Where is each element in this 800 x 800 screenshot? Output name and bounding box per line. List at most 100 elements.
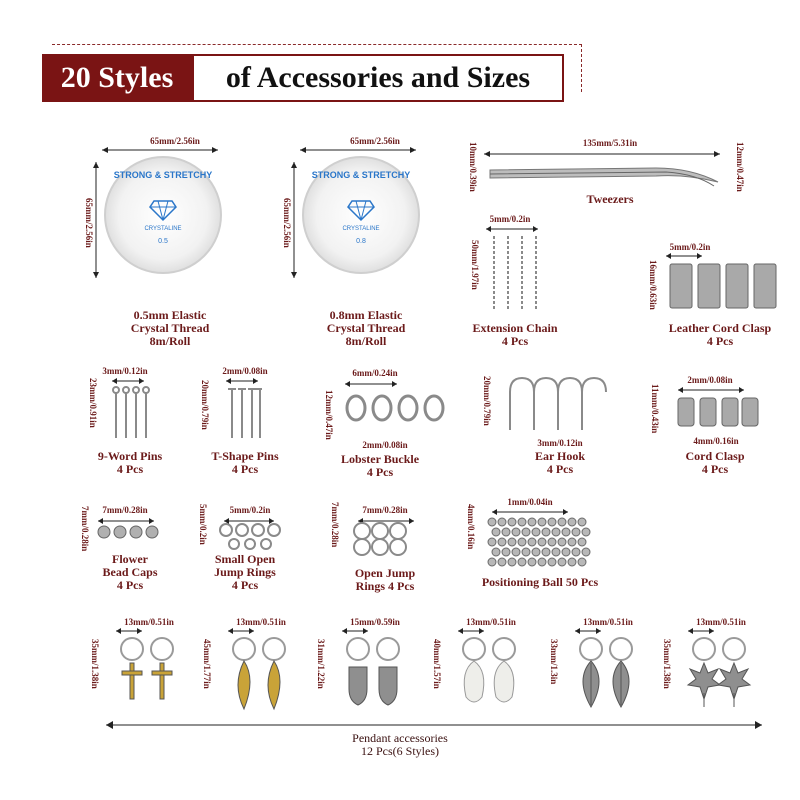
ball: [507, 557, 517, 567]
bead-caps-width-arrow: [98, 518, 154, 524]
roll1-label: 0.5mm Elastic Crystal Thread 8m/Roll: [130, 308, 210, 348]
ball: [537, 517, 547, 527]
ball: [527, 537, 537, 547]
chain-width-arrow: [486, 226, 538, 232]
ball: [547, 557, 557, 567]
ball: [517, 557, 527, 567]
ball: [497, 517, 507, 527]
roll1-image: STRONG & STRETCHY CRYSTALINE 0.5: [104, 156, 222, 274]
nine-pins-width-arrow: [112, 378, 144, 384]
roll1-width: 65mm/2.56in: [150, 136, 200, 146]
pendant-width: 13mm/0.51in: [583, 617, 633, 627]
nine-pins-width: 3mm/0.12in: [102, 366, 148, 376]
ball: [531, 527, 541, 537]
small-rings-label: Small Open Jump Rings 4 Pcs: [214, 552, 276, 592]
open-rings-width-arrow: [358, 518, 414, 524]
ball: [527, 517, 537, 527]
chain-width: 5mm/0.2in: [489, 214, 531, 224]
roll2-spec: 0.8: [356, 238, 366, 245]
chain-height: 50mm/1.97in: [470, 240, 480, 290]
pendant-cross: 13mm/0.51in 35mm/1.38in: [90, 617, 204, 717]
ball: [557, 517, 567, 527]
t-pins-width-arrow: [226, 378, 258, 384]
ball: [517, 537, 527, 547]
ball: [491, 527, 501, 537]
ball: [537, 537, 547, 547]
t-pins-width: 2mm/0.08in: [222, 366, 268, 376]
chain-label: Extension Chain 4 Pcs: [472, 321, 558, 348]
t-pins-height: 20mm/0.79in: [200, 380, 210, 430]
leather-width: 5mm/0.2in: [669, 242, 711, 252]
ball: [571, 547, 581, 557]
lobster-height: 12mm/0.47in: [324, 390, 334, 440]
roll2-sub: CRYSTALINE: [342, 226, 380, 232]
open-rings-width: 7mm/0.28in: [362, 505, 408, 515]
roll2-height-arrow: [291, 162, 297, 278]
ball: [497, 557, 507, 567]
t-pins-image: [228, 388, 262, 438]
pendant-hamsa: 15mm/0.59in 31mm/1.22in: [316, 617, 430, 717]
ball: [487, 517, 497, 527]
ball: [577, 517, 587, 527]
open-rings-image: [353, 522, 407, 556]
pendant-width: 13mm/0.51in: [466, 617, 516, 627]
leather-label: Leather Cord Clasp 4 Pcs: [668, 321, 772, 348]
ball: [511, 527, 521, 537]
ball: [517, 517, 527, 527]
title-text: of Accessories and Sizes: [192, 54, 564, 102]
ball: [507, 517, 517, 527]
pendant-height: 31mm/1.22in: [316, 639, 326, 689]
ball: [577, 537, 587, 547]
pendant-image: [686, 628, 752, 707]
ball: [527, 557, 537, 567]
small-rings-height: 5mm/0.2in: [198, 504, 208, 545]
roll1-spec: 0.5: [158, 238, 168, 245]
ball: [557, 537, 567, 547]
pendant-width: 13mm/0.51in: [236, 617, 286, 627]
ball: [567, 537, 577, 547]
leather-height: 16mm/0.63in: [648, 260, 658, 310]
ball-width: 1mm/0.04in: [507, 497, 553, 507]
ball: [507, 537, 517, 547]
cord-clasp-image: [677, 397, 759, 427]
roll2-brand: STRONG & STRETCHY: [311, 170, 411, 180]
pendant-image: [458, 628, 516, 703]
pendant-height: 35mm/1.38in: [90, 639, 100, 689]
roll1-sub: CRYSTALINE: [144, 226, 182, 232]
pendant-image: [575, 628, 633, 709]
pendant-height: 45mm/1.77in: [202, 639, 212, 689]
pendant-width: 15mm/0.59in: [350, 617, 400, 627]
bead-caps-width: 7mm/0.28in: [102, 505, 148, 515]
ball: [541, 527, 551, 537]
roll2-label: 0.8mm Elastic Crystal Thread 8m/Roll: [326, 308, 406, 348]
ear-hook-height: 20mm/0.79in: [482, 376, 492, 426]
small-rings-image: [219, 523, 281, 550]
ball: [521, 527, 531, 537]
ear-hook-width: 3mm/0.12in: [537, 438, 583, 448]
lobster-label: Lobster Buckle 4 Pcs: [340, 452, 420, 479]
ball: [577, 557, 587, 567]
ball: [561, 527, 571, 537]
nine-pins-height: 23mm/0.91in: [88, 378, 98, 428]
leather-width-arrow: [666, 253, 702, 259]
chain-image: [493, 236, 537, 310]
ball: [551, 527, 561, 537]
lobster-width-arrow: [345, 381, 397, 387]
ball: [491, 547, 501, 557]
ball: [557, 557, 567, 567]
ball: [497, 537, 507, 547]
pendant-width: 13mm/0.51in: [124, 617, 174, 627]
ear-hook-label: Ear Hook 4 Pcs: [534, 449, 586, 476]
roll2-width-arrow: [300, 147, 416, 153]
ball: [487, 537, 497, 547]
ball: [567, 557, 577, 567]
ball: [501, 527, 511, 537]
ball: [561, 547, 571, 557]
cord-clasp-height: 11mm/0.43in: [650, 384, 660, 434]
bead-caps-height: 7mm/0.28in: [80, 506, 90, 552]
pendant-label: Pendant accessories 12 Pcs(6 Styles): [352, 731, 448, 758]
ball-height: 4mm/0.16in: [466, 504, 476, 550]
ball: [547, 537, 557, 547]
